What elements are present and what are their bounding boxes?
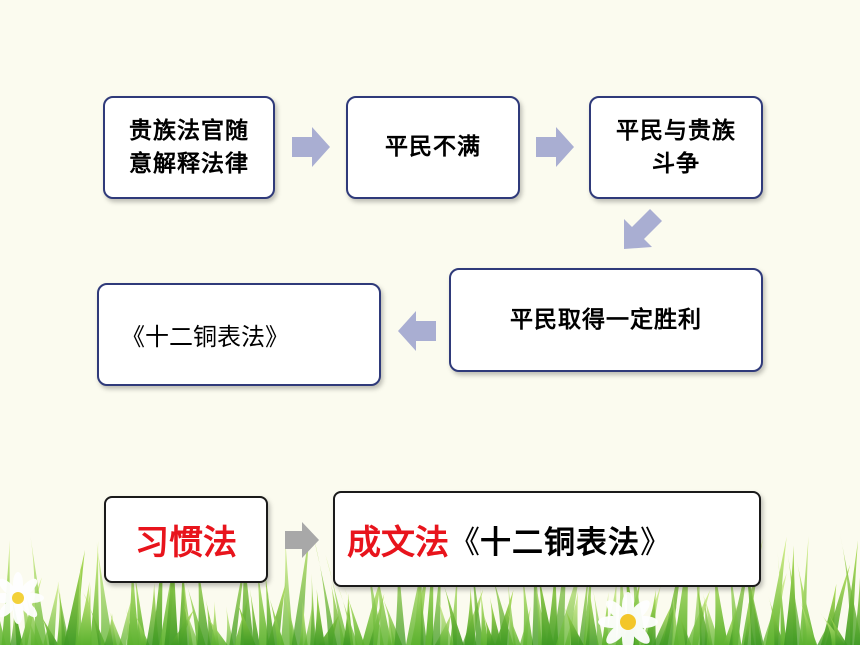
arrow-down-left-icon <box>624 209 662 249</box>
written-law-box: 成文法 《 十二铜表法 》 <box>333 491 761 587</box>
close-quote: 》 <box>640 524 671 561</box>
twelve-tables-title: 十二铜表法 <box>480 524 640 561</box>
flow-box-text-line: 意解释法律 <box>129 150 249 177</box>
flow-box-text-line: 平民取得一定胜利 <box>510 306 702 333</box>
flow-box-text-line: 斗争 <box>652 150 700 177</box>
written-law-label: 成文法 <box>347 522 449 563</box>
arrow-right-icon <box>536 127 574 167</box>
flow-box-text-line: 平民与贵族 <box>616 117 736 144</box>
flow-box-partial-victory: 平民取得一定胜利 <box>449 268 763 372</box>
daisy-flower-icon <box>0 572 44 624</box>
flow-box-text-line: 贵族法官随 <box>129 117 249 144</box>
flow-box-twelve-tables: 《十二铜表法》 <box>97 283 381 386</box>
arrow-right-gray-icon <box>285 522 319 558</box>
arrow-left-icon <box>398 311 436 351</box>
flow-box-commoners-discontent: 平民不满 <box>346 96 520 199</box>
arrow-right-icon <box>292 127 330 167</box>
customary-law-label: 习惯法 <box>135 523 237 563</box>
daisy-flower-icon <box>598 592 658 645</box>
flow-box-text-line: 平民不满 <box>385 134 481 160</box>
open-quote: 《 <box>449 524 480 561</box>
customary-law-box: 习惯法 <box>104 496 268 583</box>
flow-box-struggle: 平民与贵族 斗争 <box>589 96 763 199</box>
flow-box-nobles-judges: 贵族法官随 意解释法律 <box>103 96 275 199</box>
flow-box-text-line: 《十二铜表法》 <box>121 323 289 351</box>
